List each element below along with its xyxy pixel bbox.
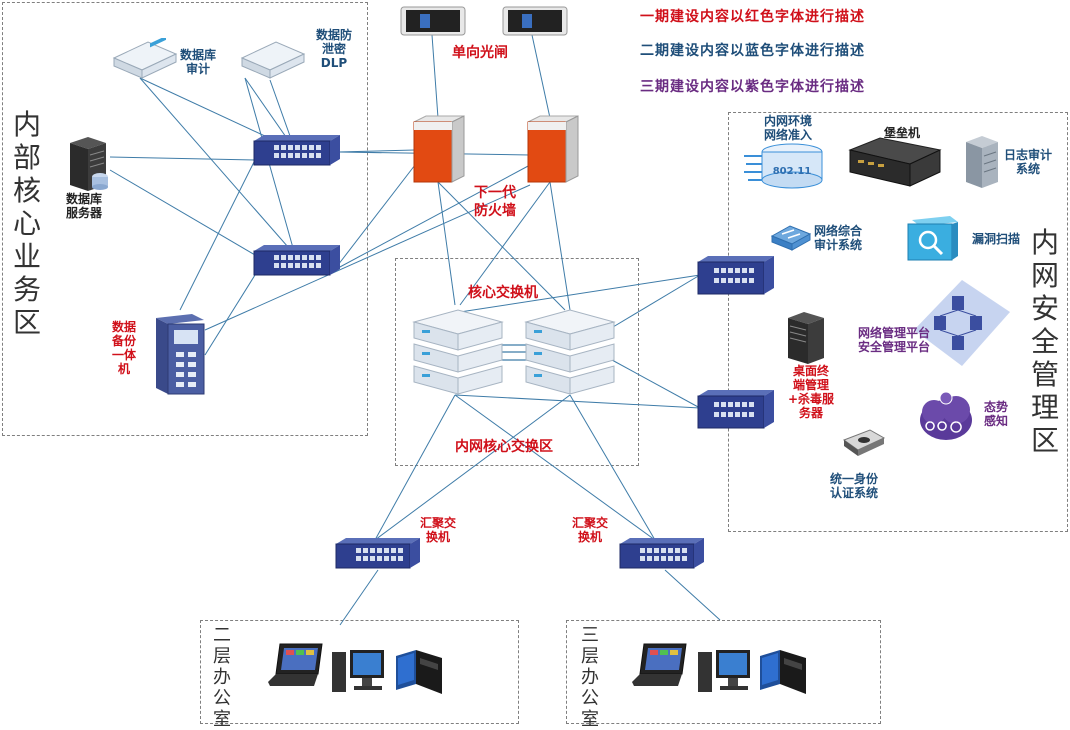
- floor2-workstation-icon: [396, 650, 442, 694]
- gatekeeper-left: [400, 6, 466, 36]
- desktop-mgmt-server-icon: [788, 312, 824, 364]
- identity-token-icon: [842, 429, 886, 456]
- security-switch-top: [697, 256, 774, 295]
- core-switch-zone: [395, 258, 639, 466]
- backup-appliance: [156, 314, 205, 395]
- backup-label: 数据 备份 一体 机: [112, 320, 137, 376]
- db-audit-appliance: [112, 38, 178, 79]
- floor2-laptop-icon: [268, 643, 323, 686]
- identity-label: 统一身份 认证系统: [830, 472, 879, 500]
- net-audit-icon: [770, 225, 812, 251]
- mgmt-platform-icon: [914, 280, 1010, 366]
- zone-title-floor2: 二层办公室: [213, 625, 231, 730]
- floor3-desktop-pc-icon: [698, 650, 750, 692]
- situation-awareness-icon: [920, 391, 972, 440]
- core-business-zone: [2, 2, 368, 436]
- floor3-workstation-icon: [760, 650, 806, 694]
- core-switch-left: [412, 309, 504, 395]
- zone-title-security-mgmt: 内网安全管理区: [1030, 226, 1059, 457]
- legend-phase3: 三期建设内容以紫色字体进行描述: [640, 79, 865, 95]
- floor2-office-zone: [200, 620, 519, 724]
- zone-title-core-business: 内部核心业务区: [12, 108, 41, 339]
- gatekeeper-right: [502, 6, 568, 36]
- db-server-icon: [70, 137, 108, 191]
- log-audit-label: 日志审计 系统: [1004, 148, 1053, 176]
- business-switch-bottom: [253, 245, 340, 276]
- dlp-label: 数据防 泄密 DLP: [316, 28, 353, 70]
- gatekeeper-label: 单向光闸: [452, 45, 508, 61]
- vuln-scan-icon: [907, 216, 958, 261]
- zone-title-floor3: 三层办公室: [581, 625, 599, 730]
- situation-label: 态势 感知: [984, 400, 1009, 428]
- desktop-mgmt-label: 桌面终 端管理 +杀毒服 务器: [788, 364, 835, 420]
- security-mgmt-zone: [728, 112, 1068, 532]
- net-audit-label: 网络综合 审计系统: [814, 224, 863, 252]
- nac-router-icon: 802.11: [744, 143, 823, 189]
- ngfw-left: [413, 115, 465, 183]
- ngfw-right: [527, 115, 579, 183]
- log-audit-icon: [966, 136, 998, 188]
- agg-switch-left: [335, 538, 420, 569]
- security-switch-bottom: [697, 390, 774, 429]
- dlp-appliance: [240, 41, 306, 79]
- zone-title-core-switch: 内网核心交换区: [455, 439, 553, 455]
- agg-switch-left-label: 汇聚交 换机: [420, 516, 457, 544]
- nac-label: 内网环境 网络准入: [764, 114, 813, 142]
- core-switch-right: [524, 309, 616, 395]
- vuln-scan-label: 漏洞扫描: [972, 232, 1021, 246]
- db-server-label: 数据库 服务器: [66, 192, 103, 220]
- wifi-badge-text: 802.11: [773, 166, 812, 177]
- core-switch-label: 核心交换机: [468, 285, 538, 301]
- db-audit-label: 数据库 审计: [180, 48, 217, 76]
- mgmt-platform-label: 网络管理平台 安全管理平台: [858, 326, 931, 354]
- legend-phase1: 一期建设内容以红色字体进行描述: [640, 9, 865, 25]
- legend-phase2: 二期建设内容以蓝色字体进行描述: [640, 43, 865, 59]
- ngfw-label: 下一代 防火墙: [474, 185, 516, 219]
- bastion-host-icon: [848, 137, 942, 187]
- floor3-office-zone: [566, 620, 881, 724]
- business-switch-top: [253, 135, 340, 166]
- floor2-desktop-pc-icon: [332, 650, 384, 692]
- floor3-laptop-icon: [632, 643, 687, 686]
- bastion-label: 堡垒机: [884, 126, 921, 140]
- agg-switch-right: [619, 538, 704, 569]
- agg-switch-right-label: 汇聚交 换机: [572, 516, 609, 544]
